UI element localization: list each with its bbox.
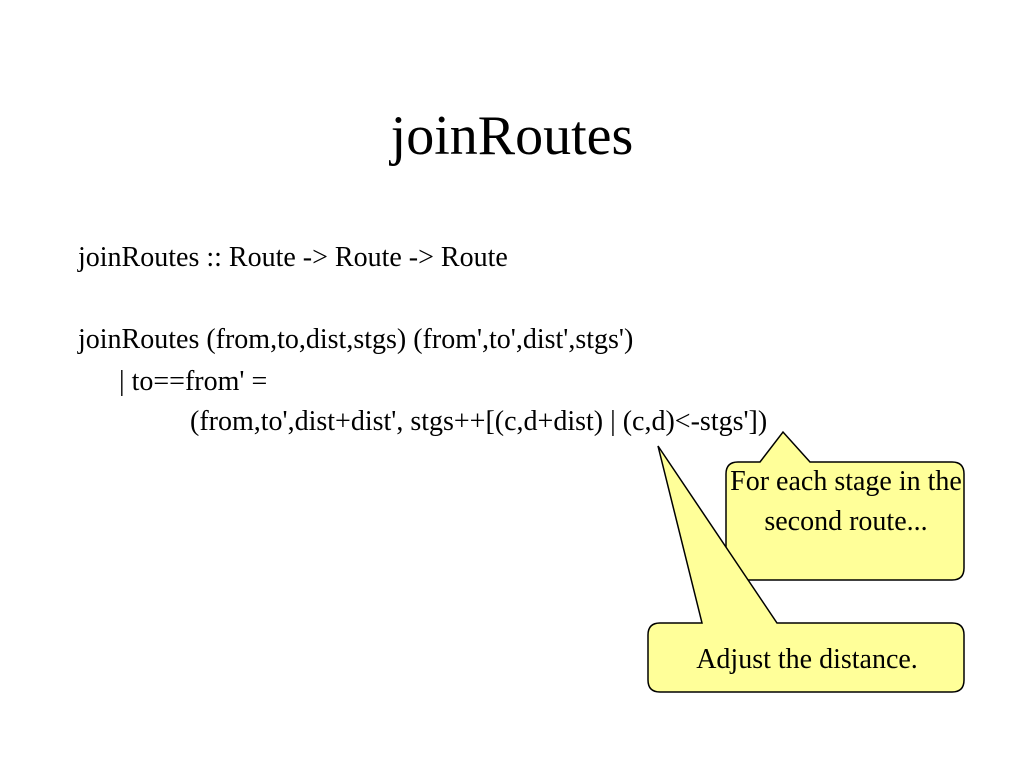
slide-title: joinRoutes: [390, 105, 634, 167]
code-signature: joinRoutes :: Route -> Route -> Route: [78, 242, 508, 273]
callout-distance-shape: [647, 445, 965, 693]
callout-stage-text: For each stage in the second route...: [730, 466, 962, 537]
code-definition: joinRoutes (from,to,dist,stgs) (from',to…: [78, 324, 634, 355]
callout-distance-text: Adjust the distance.: [696, 644, 918, 675]
code-body: (from,to',dist+dist', stgs++[(c,d+dist) …: [190, 406, 768, 437]
code-guard: | to==from' =: [119, 366, 268, 397]
callout-stage-shape: [725, 430, 965, 581]
